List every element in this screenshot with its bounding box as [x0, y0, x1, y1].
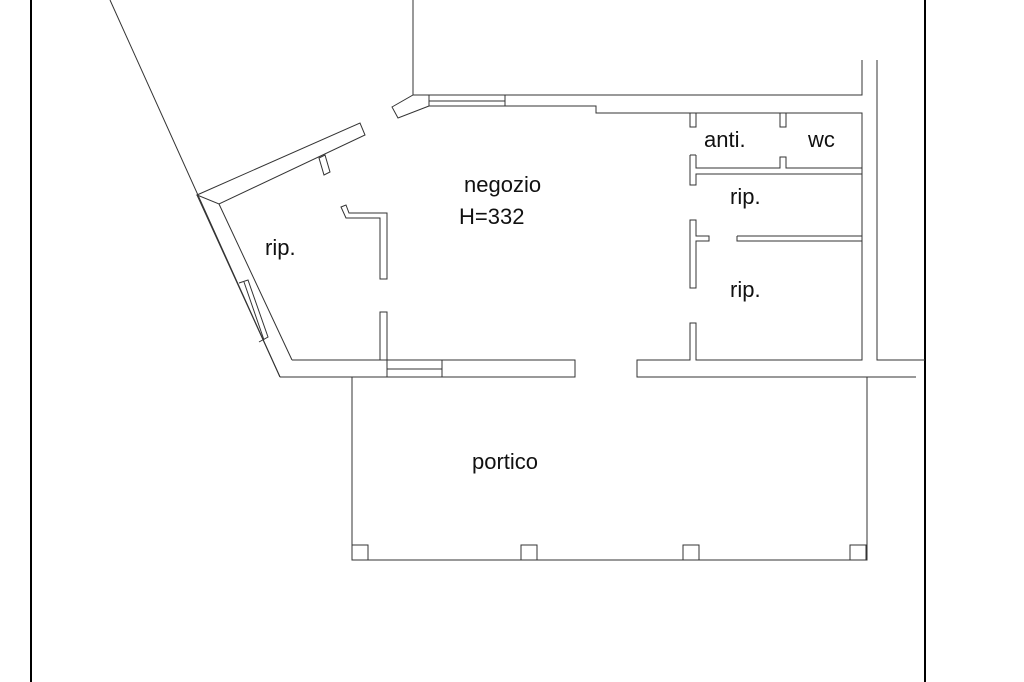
wall-storage-north — [195, 122, 366, 205]
window-south — [386, 360, 443, 377]
north-wall-outer — [413, 60, 925, 361]
portico-outline — [351, 377, 868, 561]
room-label-portico: portico — [472, 449, 539, 474]
room-label-rip-left: rip. — [265, 235, 296, 260]
wall-stub — [318, 154, 331, 176]
room-label-wc: wc — [808, 127, 835, 152]
room-label-negozio: negozio — [464, 172, 542, 197]
wall-storage-divider — [736, 235, 862, 242]
wall-stub-north — [391, 94, 430, 119]
wall-stub-wc-top — [779, 112, 787, 128]
partition-wall-upper — [340, 204, 388, 280]
partition-wall-lower — [379, 311, 388, 361]
column — [849, 544, 867, 561]
column — [520, 544, 538, 561]
column — [682, 544, 700, 561]
wall-storage-west — [196, 194, 293, 378]
room-label-rip-lower: rip. — [730, 277, 761, 302]
window-north — [428, 95, 506, 106]
room-height-label: H=332 — [459, 204, 525, 229]
wall-stub-anti-top — [689, 112, 697, 128]
room-label-rip-upper: rip. — [730, 184, 761, 209]
wall-storage-door — [689, 219, 710, 289]
east-walls — [429, 105, 916, 378]
south-wall-left — [280, 359, 576, 378]
column — [351, 544, 369, 561]
room-label-anti: anti. — [704, 127, 746, 152]
window-west — [238, 279, 269, 343]
wall-anti-wc-south — [689, 154, 862, 186]
